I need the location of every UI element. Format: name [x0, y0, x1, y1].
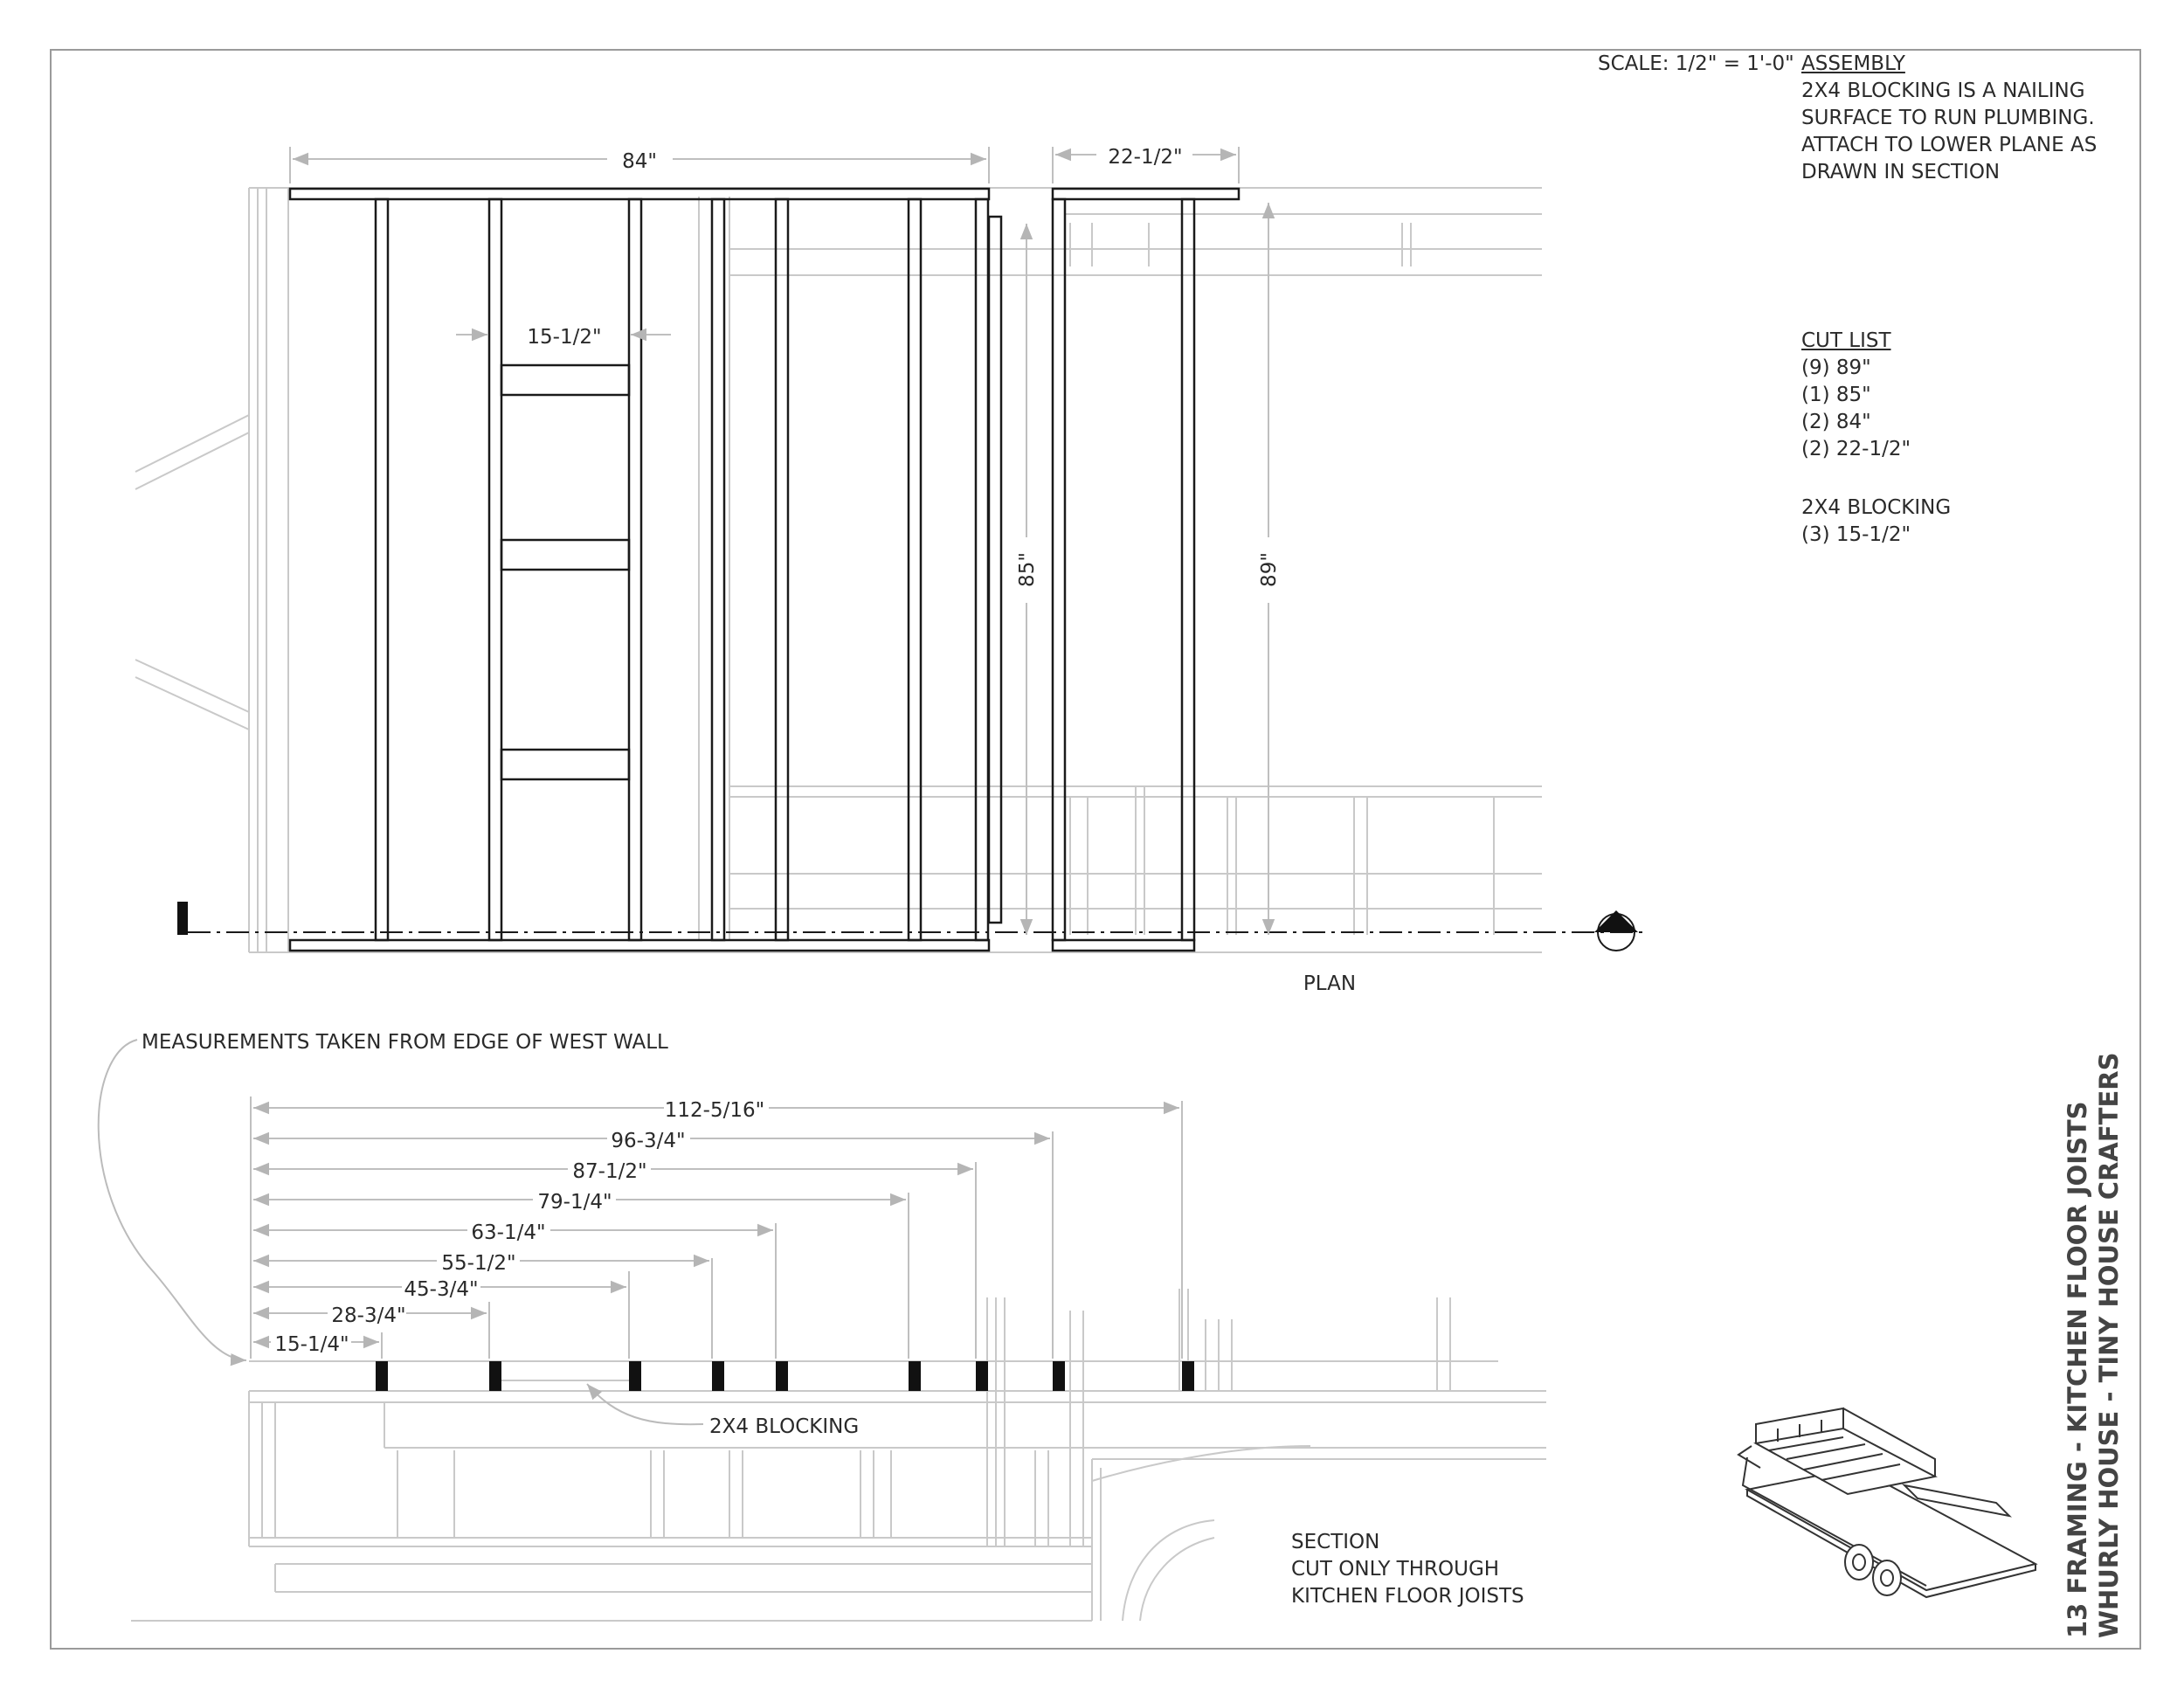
- section-marker-arrow: [1594, 910, 1638, 932]
- blocking-list: 2X4 BLOCKING (3) 15-1/2": [1801, 495, 1951, 549]
- dim-89: 89": [1258, 552, 1281, 587]
- measurement-leader: [97, 1039, 247, 1366]
- assembly-notes: ASSEMBLY 2X4 BLOCKING IS A NAILING SURFA…: [1801, 51, 2097, 186]
- measurement-note: MEASUREMENTS TAKEN FROM EDGE OF WEST WAL…: [142, 1031, 668, 1054]
- section-dimension-lines: [253, 1101, 1179, 1349]
- cut-list-item-3: (2) 84": [1801, 411, 1871, 433]
- dim-22-1-2: 22-1/2": [1108, 146, 1182, 169]
- sheet-border: [50, 49, 2141, 1650]
- dim-15-1-4: 15-1/4": [274, 1333, 349, 1356]
- cut-list-item-4: (2) 22-1/2": [1801, 438, 1911, 460]
- plan-view: 84" 22-1/2" 15-1/2" 85" 89" PLAN: [135, 146, 1647, 995]
- assembly-line-1: 2X4 BLOCKING IS A NAILING: [1801, 80, 2085, 102]
- scale-text: SCALE: 1/2" = 1'-0": [1598, 52, 1794, 75]
- dim-45-3-4: 45-3/4": [404, 1278, 478, 1301]
- plan-dimension-lines: [289, 147, 1275, 935]
- dim-15-1-2: 15-1/2": [527, 326, 601, 349]
- dim-87-1-2: 87-1/2": [572, 1160, 646, 1183]
- blocking-label: 2X4 BLOCKING: [709, 1415, 859, 1438]
- blocking-leader: [586, 1383, 704, 1426]
- trailer-isometric-thumbnail: [1737, 1407, 2038, 1599]
- plan-label: PLAN: [1303, 972, 1356, 995]
- cut-list-item-2: (1) 85": [1801, 384, 1871, 406]
- dim-55-1-2: 55-1/2": [441, 1252, 515, 1275]
- blocking-list-item-1: (3) 15-1/2": [1801, 523, 1911, 546]
- section-extension-lines: [250, 1097, 1183, 1359]
- side-wall-frame: [1051, 187, 1241, 952]
- dim-63-1-4: 63-1/4": [471, 1221, 545, 1244]
- plan-background-structure: [135, 187, 1542, 953]
- blocking-list-heading: 2X4 BLOCKING: [1801, 496, 1952, 519]
- scale-note: SCALE: 1/2" = 1'-0": [1598, 51, 1794, 78]
- section-view: 112-5/16" 96-3/4" 87-1/2" 79-1/4" 63-1/4…: [97, 1031, 1546, 1622]
- cut-list-heading: CUT LIST: [1801, 329, 1891, 352]
- main-wall-frame: [288, 187, 1003, 952]
- assembly-line-3: ATTACH TO LOWER PLANE AS: [1801, 134, 2098, 156]
- dim-84: 84": [622, 150, 657, 173]
- title-line-1: 13 FRAMING - KITCHEN FLOOR JOISTS: [2063, 1101, 2092, 1638]
- dim-96-3-4: 96-3/4": [611, 1130, 685, 1152]
- section-caption-line1: SECTION: [1291, 1531, 1379, 1553]
- cut-line-end-marker: [177, 902, 188, 935]
- assembly-line-4: DRAWN IN SECTION: [1801, 161, 2001, 183]
- title-block: 13 FRAMING - KITCHEN FLOOR JOISTS WHURLY…: [2062, 1053, 2125, 1638]
- dim-28-3-4: 28-3/4": [331, 1304, 405, 1327]
- section-caption-line2: CUT ONLY THROUGH: [1291, 1558, 1499, 1581]
- dim-79-1-4: 79-1/4": [537, 1191, 612, 1214]
- assembly-heading: ASSEMBLY: [1801, 52, 1905, 75]
- title-line-2: WHURLY HOUSE - TINY HOUSE CRAFTERS: [2094, 1052, 2124, 1638]
- dim-112-5-16: 112-5/16": [665, 1099, 764, 1122]
- section-caption-line3: KITCHEN FLOOR JOISTS: [1291, 1585, 1524, 1608]
- section-joists: [376, 1361, 1194, 1391]
- assembly-line-2: SURFACE TO RUN PLUMBING.: [1801, 107, 2095, 129]
- cut-list-item-1: (9) 89": [1801, 356, 1871, 379]
- cut-list: CUT LIST (9) 89" (1) 85" (2) 84" (2) 22-…: [1801, 328, 1911, 463]
- dim-85: 85": [1016, 552, 1039, 587]
